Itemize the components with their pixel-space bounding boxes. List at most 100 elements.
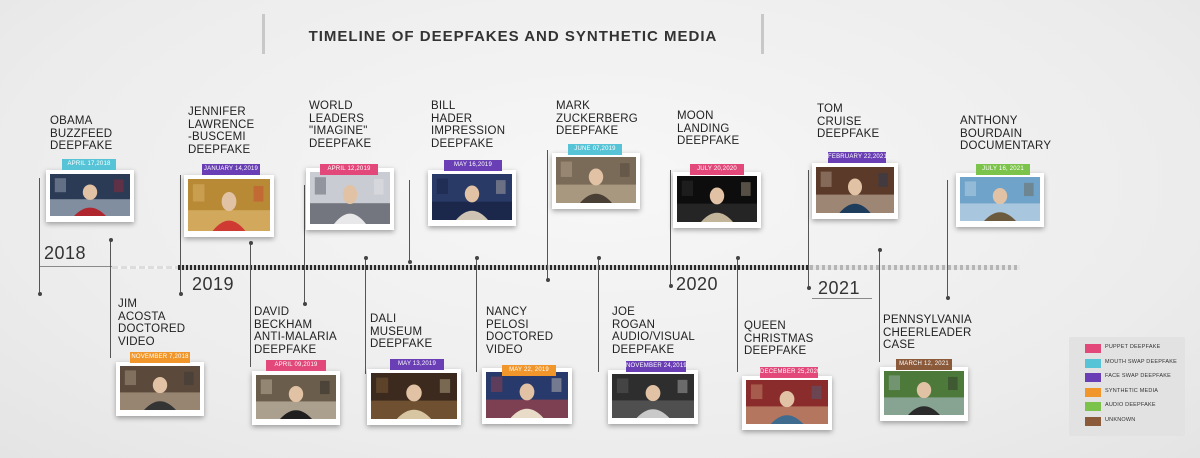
event-thumbnail[interactable] [673, 172, 761, 228]
event-connector-dot [545, 278, 550, 282]
timeline-axis-start [112, 266, 178, 269]
event-connector-line [476, 258, 477, 372]
event-connector-line [304, 185, 305, 304]
event-thumbnail[interactable] [252, 371, 340, 425]
event-thumbnail[interactable] [46, 170, 134, 222]
year-underline-2018 [40, 266, 112, 267]
event-date-tag: DECEMBER 25,2020 [760, 367, 820, 378]
event-connector-dot [945, 296, 950, 300]
event-connector-line [547, 150, 548, 280]
event-connector-dot [735, 256, 740, 260]
event-label: TOM CRUISE DEEPFAKE [817, 103, 880, 140]
video-still-image [256, 375, 336, 419]
video-still-image [120, 366, 200, 410]
legend-label: AUDIO DEEPFAKE [1105, 402, 1156, 408]
legend-swatch [1085, 344, 1101, 353]
video-still-image [310, 172, 390, 224]
event-date-tag: NOVEMBER 24,2019 [626, 361, 687, 372]
event-label: DALI MUSEUM DEEPFAKE [370, 313, 433, 350]
event-connector-dot [877, 248, 882, 252]
event-date-tag: APRIL 17,2018 [62, 159, 116, 170]
event-date-tag: JULY 20,2020 [690, 164, 744, 175]
event-date-tag: NOVEMBER 7,2018 [130, 352, 190, 363]
event-thumbnail[interactable] [608, 370, 698, 424]
event-date-tag: JANUARY 14,2019 [202, 164, 260, 175]
event-connector-line [365, 258, 366, 374]
event-connector-dot [363, 256, 368, 260]
event-label: MARK ZUCKERBERG DEEPFAKE [556, 100, 638, 137]
event-connector-line [737, 258, 738, 372]
event-label: JENNIFER LAWRENCE -BUSCEMI DEEPFAKE [188, 106, 255, 156]
legend-label: PUPPET DEEPFAKE [1105, 344, 1161, 350]
legend-label: SYNTHETIC MEDIA [1105, 387, 1159, 394]
event-thumbnail[interactable] [116, 362, 204, 416]
event-connector-line [110, 240, 111, 358]
event-connector-line [947, 180, 948, 298]
video-still-image [612, 374, 694, 418]
year-label-2021: 2021 [818, 278, 861, 298]
event-date-tag: MAY 13,2019 [390, 359, 444, 370]
event-thumbnail[interactable] [184, 175, 274, 237]
event-connector-line [39, 178, 40, 294]
video-still-image [432, 174, 512, 220]
event-label: NANCY PELOSI DOCTORED VIDEO [486, 306, 554, 356]
event-connector-dot [668, 284, 673, 288]
event-connector-line [808, 170, 809, 288]
year-label-2018: 2018 [44, 243, 87, 263]
event-connector-dot [596, 256, 601, 260]
event-label: JOE ROGAN AUDIO/VISUAL DEEPFAKE [612, 306, 695, 356]
event-date-tag: MAY 16,2019 [444, 160, 502, 171]
video-still-image [188, 179, 270, 231]
event-label: ANTHONY BOURDAIN DOCUMENTARY [960, 115, 1052, 152]
event-label: OBAMA BUZZFEED DEEPFAKE [50, 115, 113, 152]
event-thumbnail[interactable] [552, 153, 640, 209]
event-connector-dot [474, 256, 479, 260]
event-thumbnail[interactable] [880, 367, 968, 421]
event-connector-dot [248, 241, 253, 245]
event-thumbnail[interactable] [428, 170, 516, 226]
legend-label: UNKNOWN [1105, 416, 1136, 423]
video-still-image [816, 167, 894, 213]
event-connector-dot [37, 292, 42, 296]
event-thumbnail[interactable] [812, 163, 898, 219]
timeline-axis-end [810, 265, 1020, 270]
legend-swatch [1085, 402, 1101, 411]
event-connector-dot [302, 302, 307, 306]
event-date-tag: MAY 22, 2019 [502, 365, 556, 376]
event-thumbnail[interactable] [482, 368, 572, 424]
video-still-image [556, 157, 636, 203]
year-label-2020: 2020 [676, 274, 719, 294]
legend-swatch [1085, 387, 1101, 397]
event-connector-dot [108, 238, 113, 242]
event-date-tag: APRIL 09,2019 [266, 360, 326, 371]
timeline-axis [178, 265, 1020, 270]
event-date-tag: APRIL 12,2019 [320, 164, 378, 175]
event-label: WORLD LEADERS "IMAGINE" DEEPFAKE [309, 100, 372, 150]
event-connector-dot [407, 260, 412, 264]
video-still-image [746, 380, 828, 424]
event-date-tag: JUNE 07,2019 [568, 144, 622, 155]
event-label: JIM ACOSTA DOCTORED VIDEO [118, 298, 186, 348]
legend-label: MOUTH SWAP DEEPFAKE [1105, 358, 1177, 365]
event-thumbnail[interactable] [306, 168, 394, 230]
event-date-tag: FEBRUARY 22,2021 [828, 152, 887, 163]
video-still-image [960, 177, 1040, 221]
event-thumbnail[interactable] [742, 376, 832, 430]
legend-label: FACE SWAP DEEPFAKE [1105, 373, 1171, 379]
legend-swatch [1085, 358, 1101, 368]
video-still-image [486, 372, 568, 418]
event-date-tag: JULY 16, 2021 [976, 164, 1030, 175]
page-title: TIMELINE OF DEEPFAKES AND SYNTHETIC MEDI… [308, 28, 718, 45]
title-frame: TIMELINE OF DEEPFAKES AND SYNTHETIC MEDI… [262, 14, 764, 54]
year-underline-2021 [812, 298, 872, 299]
video-still-image [677, 176, 757, 222]
event-label: MOON LANDING DEEPFAKE [677, 110, 740, 147]
event-thumbnail[interactable] [956, 173, 1044, 227]
event-connector-line [250, 243, 251, 367]
event-connector-dot [806, 286, 811, 290]
event-label: DAVID BECKHAM ANTI-MALARIA DEEPFAKE [254, 306, 337, 356]
event-label: BILL HADER IMPRESSION DEEPFAKE [431, 100, 506, 150]
event-thumbnail[interactable] [367, 369, 461, 425]
event-connector-line [180, 175, 181, 294]
